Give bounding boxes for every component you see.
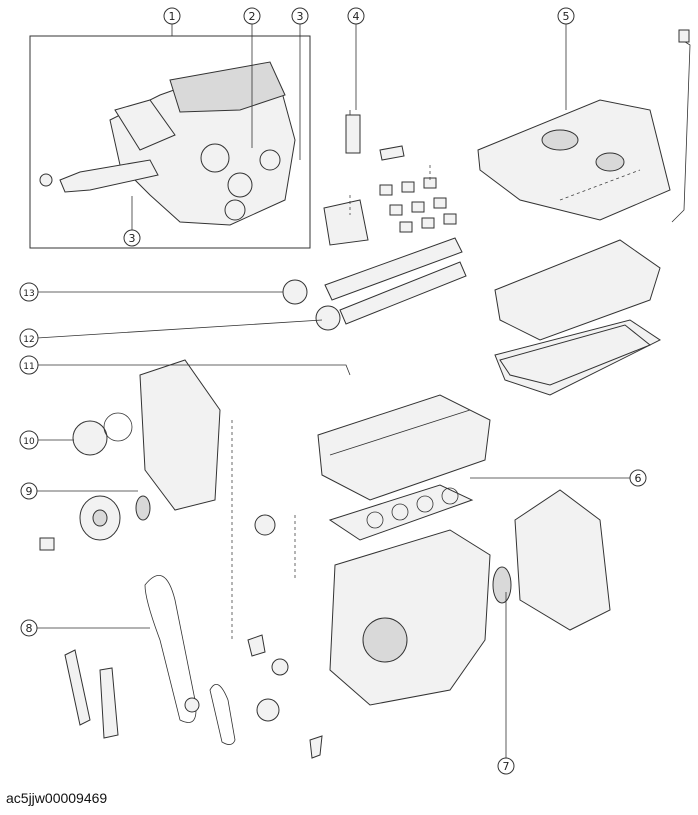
engine-front-cover — [139, 359, 221, 511]
callout-12: 12 — [19, 328, 39, 348]
camshafts — [282, 237, 467, 331]
leader-lines — [36, 24, 630, 758]
svg-text:3: 3 — [129, 232, 136, 245]
head-cover-gasket — [499, 324, 651, 386]
svg-text:8: 8 — [26, 622, 33, 635]
cylinder-block — [329, 529, 491, 706]
svg-text:2: 2 — [249, 10, 256, 23]
figure-code: ac5jjw00009469 — [6, 790, 108, 806]
svg-text:4: 4 — [353, 10, 360, 23]
crankshaft-pulley — [39, 495, 121, 551]
callout-4: 4 — [347, 7, 365, 25]
idler-pulley — [254, 514, 276, 536]
rear-oil-seal — [492, 566, 512, 604]
cylinder-head — [317, 394, 491, 501]
water-pump — [72, 412, 133, 456]
callout-3-bottom: 3 — [123, 229, 141, 247]
callout-3-top: 3 — [291, 7, 309, 25]
callout-5: 5 — [557, 7, 575, 25]
rocker-arm-set-upper — [323, 177, 457, 246]
svg-text:13: 13 — [23, 289, 34, 299]
callout-8: 8 — [20, 619, 38, 637]
cylinder-head-gasket — [328, 484, 474, 541]
chain-guides — [64, 649, 119, 739]
timing-chain — [144, 574, 197, 723]
svg-text:3: 3 — [297, 10, 304, 23]
svg-text:12: 12 — [23, 335, 34, 345]
svg-text:1: 1 — [169, 10, 176, 23]
rear-cover-gasket — [514, 489, 611, 631]
callout-9: 9 — [20, 482, 38, 500]
engine-assembly-inset — [29, 35, 311, 249]
callout-11: 11 — [19, 355, 39, 375]
svg-text:5: 5 — [563, 10, 570, 23]
oil-pump-chain — [209, 683, 236, 745]
svg-text:11: 11 — [23, 362, 34, 372]
callout-7: 7 — [497, 757, 515, 775]
callout-2: 2 — [243, 7, 261, 25]
alignment-lines — [231, 165, 641, 640]
engine-cover — [477, 99, 671, 221]
oil-dipstick — [671, 29, 691, 223]
callout-13: 13 — [19, 282, 39, 302]
sprockets-lower — [184, 658, 289, 722]
callout-6: 6 — [629, 469, 647, 487]
svg-text:10: 10 — [23, 437, 35, 447]
svg-text:7: 7 — [503, 760, 510, 773]
oil-control-valve — [345, 110, 405, 161]
front-oil-seal — [135, 495, 151, 521]
svg-text:6: 6 — [635, 472, 642, 485]
chain-tensioner — [247, 634, 323, 759]
svg-text:9: 9 — [26, 485, 33, 498]
callout-1: 1 — [163, 7, 181, 25]
callout-10: 10 — [19, 430, 39, 450]
